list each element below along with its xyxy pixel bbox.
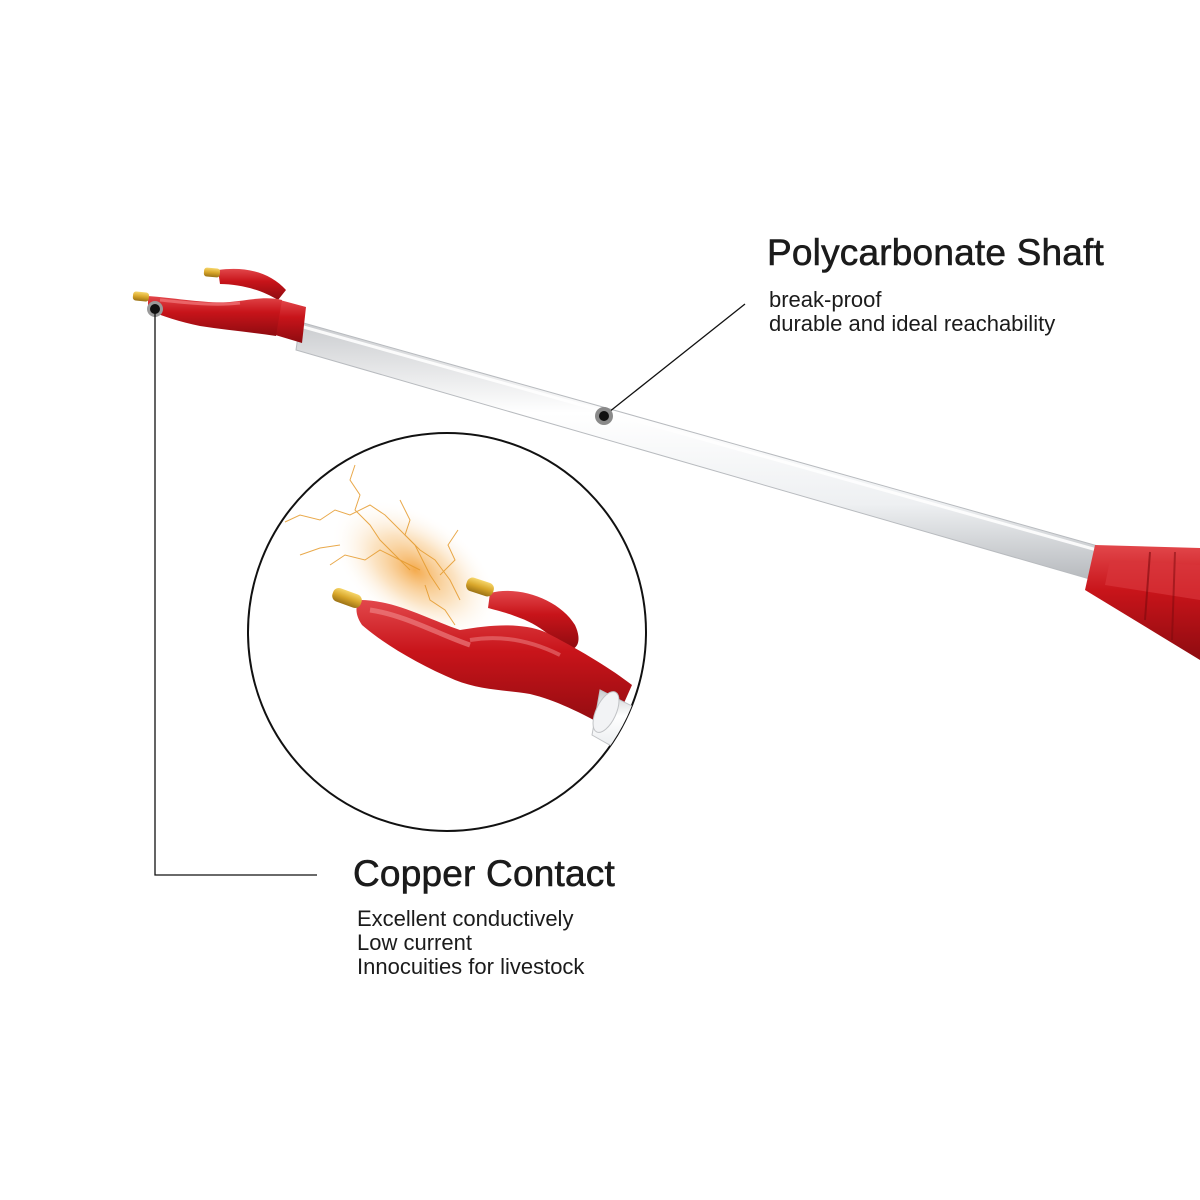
fork-head	[132, 267, 306, 343]
detail-magnifier	[247, 432, 647, 832]
shaft-title: Polycarbonate Shaft	[767, 232, 1105, 274]
shaft-features: break-proof durable and ideal reachabili…	[769, 288, 1055, 336]
copper-feature: Excellent conductively	[357, 906, 574, 931]
copper-feature: Innocuities for livestock	[357, 954, 585, 979]
copper-feature: Low current	[357, 930, 472, 955]
shaft-leader	[595, 303, 746, 425]
spark-lines	[284, 464, 461, 626]
shaft-feature: durable and ideal reachability	[769, 311, 1056, 336]
shaft-feature: break-proof	[769, 287, 882, 312]
handle	[1085, 545, 1200, 660]
copper-leader	[147, 301, 317, 876]
copper-title: Copper Contact	[353, 853, 615, 895]
copper-features: Excellent conductively Low current Innoc…	[357, 907, 584, 979]
